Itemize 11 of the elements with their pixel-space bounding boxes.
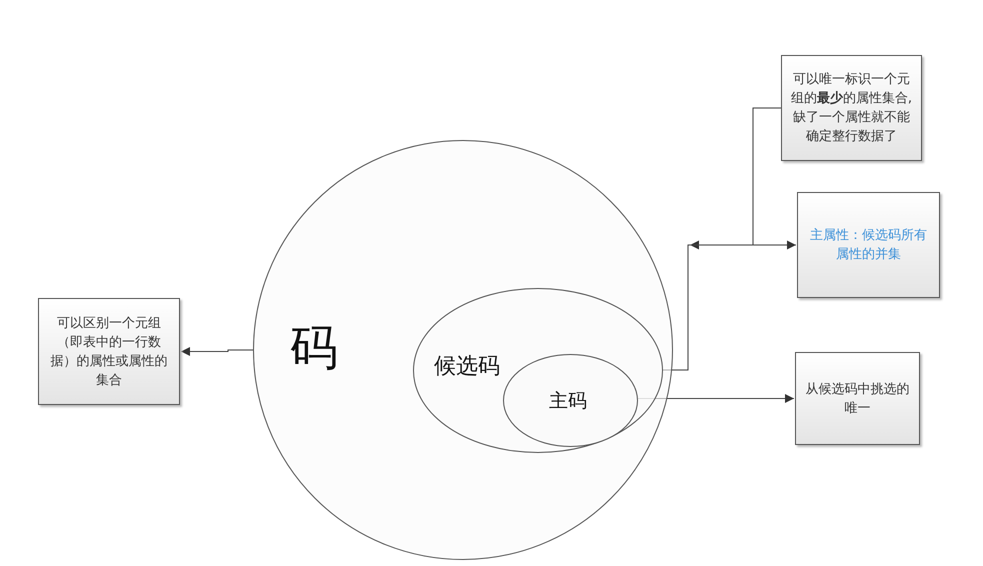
- note-box: 可以唯一标识一个元组的最少的属性集合,缺了一个属性就不能确定整行数据了: [781, 55, 922, 161]
- set-label: 主码: [549, 389, 587, 414]
- arrow: [690, 108, 782, 250]
- arrow: [180, 347, 254, 356]
- set-label: 候选码: [434, 353, 500, 381]
- note-box: 主属性：候选码所有属性的并集: [797, 192, 940, 298]
- arrow: [638, 394, 794, 403]
- note-box: 从候选码中挑选的唯一: [795, 352, 920, 445]
- note-box: 可以区别一个元组（即表中的一行数据）的属性或属性的集合: [38, 298, 180, 405]
- arrow: [662, 240, 796, 370]
- set-label: 码: [290, 319, 338, 378]
